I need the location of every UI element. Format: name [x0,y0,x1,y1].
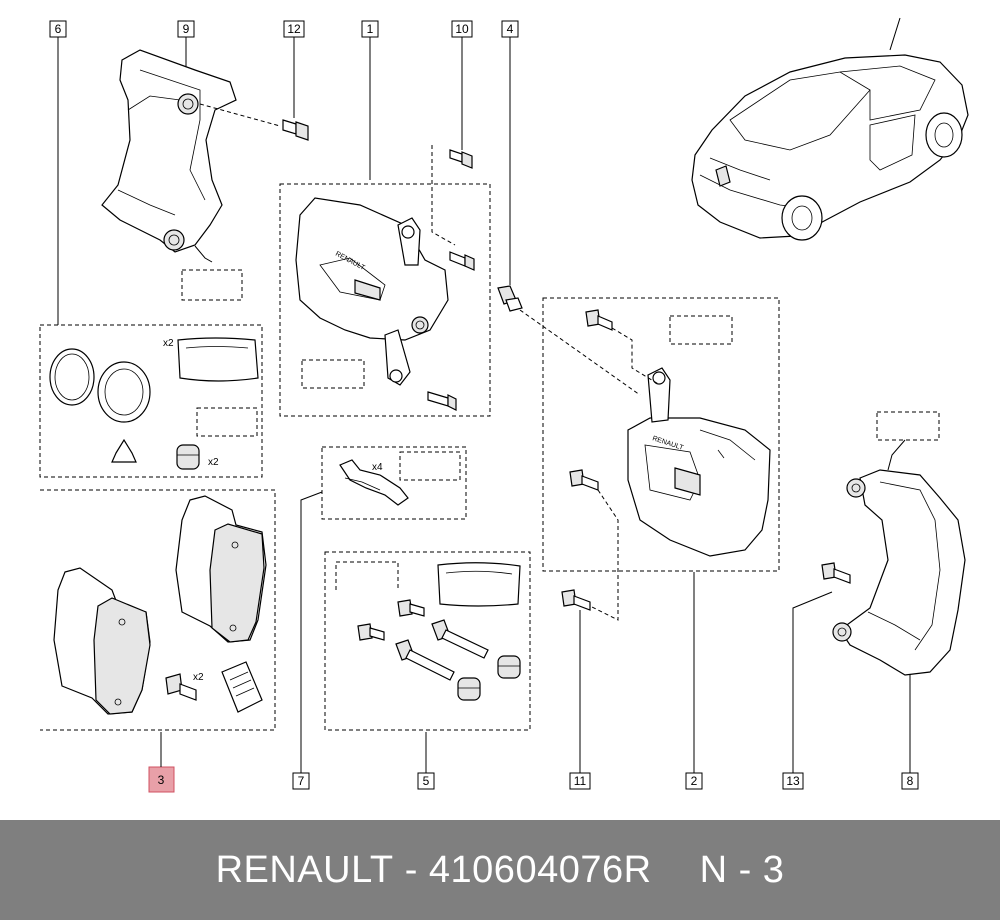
callout-9-label: 9 [183,22,190,36]
callout-11-label: 11 [574,774,587,788]
footer-position-label: N - 3 [699,848,785,891]
callout-7[interactable]: 7 [292,772,310,790]
callout-12-label: 12 [287,22,301,36]
guide-pin-kit[interactable] [357,562,521,701]
callout-11[interactable]: 11 [569,772,591,790]
footer-separator: - [404,848,418,891]
callout-4-label: 4 [507,22,514,36]
callout-2[interactable]: 2 [685,772,703,790]
callout-5-label: 5 [423,774,430,788]
callout-8-label: 8 [907,774,914,788]
callout-2-label: 2 [691,774,698,788]
callout-3-label: 3 [158,773,165,787]
pad-bolt-qty: x2 [193,672,204,683]
brake-caliper-right[interactable]: RENAULT [561,309,771,621]
spring-qty: x4 [372,462,383,473]
anti-rattle-spring[interactable]: x4 [339,459,409,506]
leader-lines [57,37,911,773]
footer-part-number: 410604076R [428,848,652,891]
callout-12[interactable]: 12 [283,20,305,38]
exploded-parts-diagram: 6 9 12 1 10 4 3 7 5 11 2 13 [39,17,969,793]
bracket-bolt[interactable] [282,119,309,141]
callout-6[interactable]: 6 [49,20,67,38]
boot-qty: x2 [208,457,219,468]
callout-6-label: 6 [55,22,62,36]
part-info-footer: RENAULT - 410604076R N - 3 [0,820,1000,920]
caliper-bracket-front[interactable] [101,49,281,263]
callout-13-label: 13 [786,774,800,788]
callout-3[interactable]: 3 [148,766,175,793]
footer-space [394,849,405,892]
caliper-bracket-rear[interactable] [821,439,966,676]
guide-bolt-top[interactable] [431,145,473,246]
callout-13[interactable]: 13 [782,772,804,790]
callout-9[interactable]: 9 [177,20,195,38]
piston-seal-kit[interactable]: x2 x2 [49,337,259,470]
callout-10-label: 10 [455,22,469,36]
brake-pad-set[interactable]: x2 [53,495,267,715]
callout-8[interactable]: 8 [901,772,919,790]
callout-10[interactable]: 10 [451,20,473,38]
callout-5[interactable]: 5 [417,772,435,790]
callout-4[interactable]: 4 [501,20,519,38]
vehicle-illustration [691,17,969,241]
seal-kit-qty: x2 [163,338,174,349]
group-frames [39,183,940,731]
footer-space [418,849,429,892]
footer-brand: RENAULT [215,848,394,891]
callout-1[interactable]: 1 [361,20,379,38]
brake-caliper-left[interactable]: RENAULT [295,197,475,411]
bleed-valve[interactable] [497,285,641,396]
callout-1-label: 1 [367,22,374,36]
callout-7-label: 7 [298,774,305,788]
